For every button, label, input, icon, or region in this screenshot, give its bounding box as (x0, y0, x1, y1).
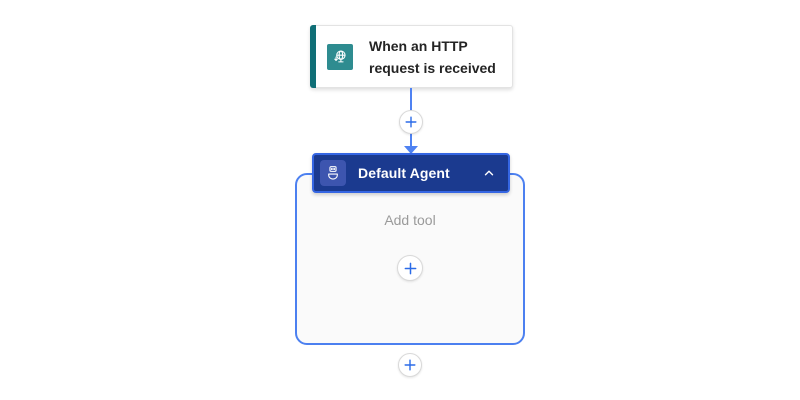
insert-step-below-button[interactable] (398, 353, 422, 377)
http-request-icon (327, 43, 353, 70)
chevron-up-icon[interactable] (480, 164, 498, 182)
add-icon (404, 262, 416, 274)
connector-arrow-icon (404, 146, 418, 154)
agent-card-title: Default Agent (358, 165, 450, 181)
add-tool-label: Add tool (384, 212, 436, 228)
add-icon (404, 359, 416, 371)
add-tool-button[interactable] (397, 255, 423, 281)
insert-step-button[interactable] (399, 110, 423, 134)
agent-card[interactable]: Default Agent (312, 153, 510, 193)
trigger-card-http-request[interactable]: When an HTTP request is received (310, 25, 513, 88)
trigger-title: When an HTTP request is received (369, 37, 496, 76)
agent-bot-icon (320, 160, 346, 186)
add-icon (405, 116, 417, 128)
trigger-accent-stripe (310, 25, 316, 88)
